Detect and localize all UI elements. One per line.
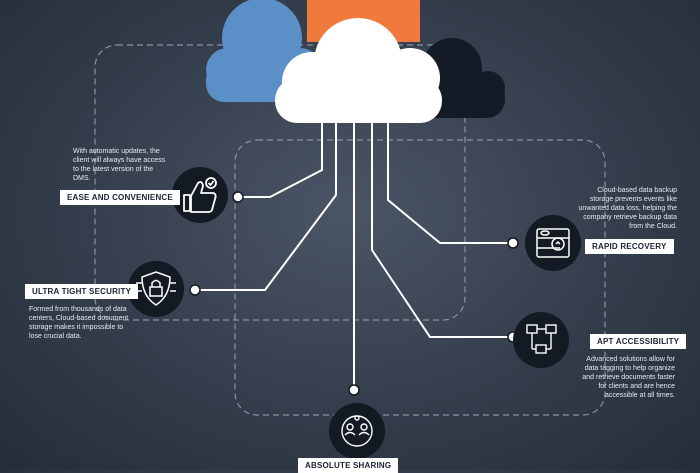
- desc-ease: With automatic updates, the client will …: [73, 148, 166, 182]
- thumbs-up-icon: [183, 177, 217, 213]
- node-recovery: [507, 237, 519, 249]
- connector-ease: [238, 122, 323, 198]
- desc-access: Advanced solutions allow for data taggin…: [582, 356, 675, 399]
- label-recovery: RAPID RECOVERY: [585, 239, 674, 254]
- connector-access: [371, 122, 513, 338]
- people-share-icon: [341, 415, 373, 447]
- node-security: [189, 284, 201, 296]
- desc-security: Formed from thousands of data centers, C…: [29, 306, 129, 340]
- label-sharing: ABSOLUTE SHARING: [298, 458, 399, 473]
- recovery-icon-circle: [525, 215, 581, 271]
- label-security: ULTRA TIGHT SECURITY: [25, 284, 139, 299]
- label-access: APT ACCESSIBILITY: [590, 334, 687, 349]
- node-sharing: [348, 384, 360, 396]
- ease-icon-circle: [172, 167, 228, 223]
- connector-recovery: [387, 122, 513, 244]
- connector-security: [195, 122, 337, 291]
- main-cloud: [275, 18, 442, 123]
- dashed-frame-right: [234, 139, 606, 416]
- security-icon-circle: [128, 261, 184, 317]
- access-icon-circle: [513, 312, 569, 368]
- database-recovery-icon: [536, 228, 570, 258]
- shield-lock-icon: [136, 271, 176, 306]
- label-ease: EASE AND CONVENIENCE: [60, 190, 180, 205]
- network-devices-icon: [526, 324, 557, 354]
- sharing-icon-circle: [329, 403, 385, 459]
- desc-recovery: Cloud-based data backup storage prevents…: [578, 187, 677, 230]
- node-ease: [232, 191, 244, 203]
